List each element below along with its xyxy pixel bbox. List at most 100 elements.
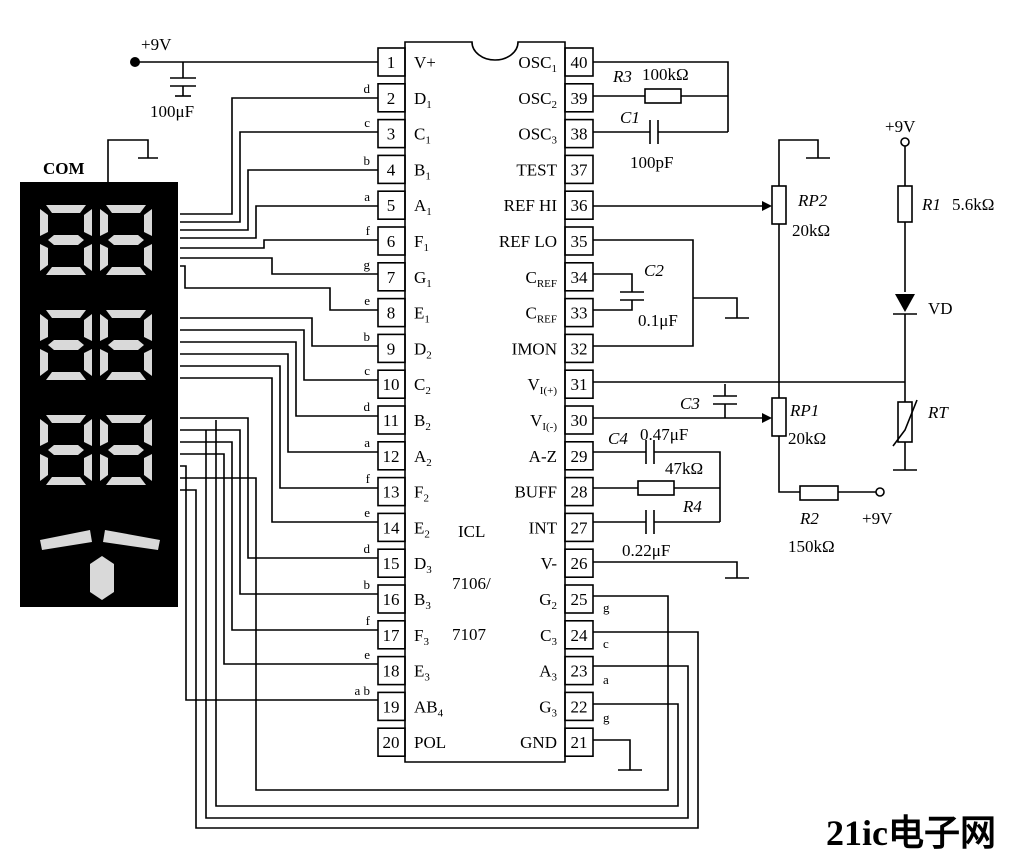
pin-number: 11 (383, 411, 399, 430)
pin-name: VI(-) (530, 411, 557, 433)
pin-25: 25 G2 (539, 584, 594, 614)
display-segment-b (84, 209, 92, 236)
pin-number: 26 (571, 554, 588, 573)
c3-label: C3 (680, 394, 700, 413)
display-segment-d (106, 372, 146, 380)
pin-number: 9 (387, 339, 396, 358)
pin-number: 38 (571, 125, 588, 144)
pin-name: INT (529, 518, 558, 537)
pin-number: 36 (571, 196, 588, 215)
pin-name: D1 (414, 89, 432, 111)
pin-number: 28 (571, 483, 588, 502)
lcd-display-module: COM (20, 139, 178, 607)
pin-29: 29A-Z (529, 440, 594, 471)
wire-label: e (364, 647, 370, 662)
wire-label: b (364, 153, 371, 168)
display-segment-c (144, 454, 152, 481)
supply-right-top-label: +9V (885, 117, 916, 136)
rp1-label: RP1 (789, 401, 819, 420)
pin-number: 35 (571, 232, 588, 251)
pin-number: 18 (383, 662, 400, 681)
display-digits (40, 205, 152, 485)
chip-name-line-1: ICL (458, 522, 485, 541)
r1-label: R1 (921, 195, 941, 214)
c2-value: 0.1μF (638, 311, 678, 330)
pin-name: V- (541, 554, 558, 573)
pin-number: 21 (571, 733, 588, 752)
display-segment-b (84, 419, 92, 446)
wire-label: d (364, 399, 371, 414)
display-segment-g (108, 235, 144, 245)
wire-label: d (364, 541, 371, 556)
wire-label: a (603, 672, 609, 687)
display-digit (40, 205, 92, 275)
wire-label: c (364, 363, 370, 378)
c1-value: 100pF (630, 153, 673, 172)
supply-capacitor-value: 100μF (150, 102, 194, 121)
pin-35: 35 REF LO (499, 226, 594, 256)
pin-number: 13 (383, 483, 400, 502)
pin-number: 15 (383, 554, 400, 573)
chip-name-line-2: 7106/ (452, 574, 491, 593)
r4-label: R4 (682, 497, 702, 516)
display-segment-g (48, 445, 84, 455)
pin-number: 25 (571, 590, 588, 609)
display-segment-c (144, 244, 152, 271)
pin-name: REF LO (499, 232, 557, 251)
pin-30: 30 VI(-) (530, 405, 594, 435)
pin-name: CREF (525, 268, 557, 290)
pin-number: 12 (383, 447, 400, 466)
display-segment-c (84, 349, 92, 376)
pin-number: 27 (571, 518, 589, 537)
display-segment-a (106, 205, 146, 213)
pin-name: G2 (539, 590, 557, 612)
display-segment-f (100, 209, 108, 236)
display-digit (100, 310, 152, 380)
pin-name: A2 (414, 447, 432, 469)
pin-number: 30 (571, 411, 588, 430)
pin-26: 26 V- (541, 548, 594, 579)
display-segment-e (40, 349, 48, 376)
wire-label: c (603, 636, 609, 651)
display-segment-c (84, 244, 92, 271)
pin-number: 23 (571, 662, 588, 681)
display-digit (100, 415, 152, 485)
wire-label: a (364, 189, 370, 204)
display-segment-e (100, 244, 108, 271)
rt-label: RT (927, 403, 949, 422)
wire-label: d (364, 81, 371, 96)
pin-number: 39 (571, 89, 588, 108)
display-segment-g (48, 235, 84, 245)
display-segment-c (144, 349, 152, 376)
watermark: 21ic电子网 (826, 813, 996, 853)
pin-name: TEST (516, 160, 557, 179)
display-segment-d (106, 267, 146, 275)
display-segment-b (144, 209, 152, 236)
wire-label: g (603, 710, 610, 725)
pin-name: C1 (414, 125, 431, 147)
pin-number: 22 (571, 697, 588, 716)
display-segment-g (108, 340, 144, 350)
supply-right-bottom-label: +9V (862, 509, 893, 528)
pin-name: VI(+) (528, 375, 558, 397)
pin-name: OSC2 (518, 89, 557, 111)
pin-number: 5 (387, 196, 396, 215)
pin-number: 37 (571, 160, 589, 179)
pin-name: OSC1 (518, 53, 557, 75)
pin-name: F1 (414, 232, 429, 254)
